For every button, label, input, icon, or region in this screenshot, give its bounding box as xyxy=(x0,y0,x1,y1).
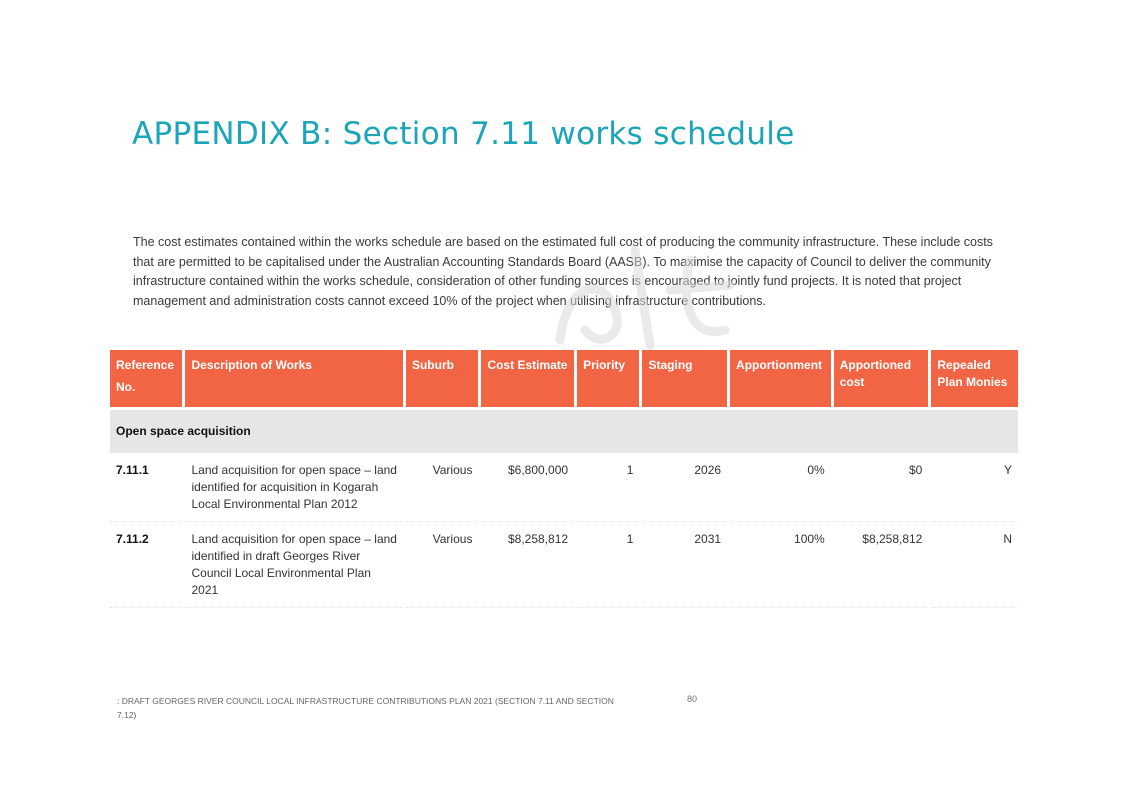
table-header-row: Reference No. Description of Works Subur… xyxy=(110,350,1018,407)
header-staging: Staging xyxy=(642,350,728,407)
staging-cell: 2026 xyxy=(642,453,728,522)
header-cost-estimate: Cost Estimate xyxy=(481,350,575,407)
repealed-cell: N xyxy=(931,522,1018,608)
header-reference: Reference No. xyxy=(110,350,183,407)
cost-estimate-cell: $8,258,812 xyxy=(481,522,575,608)
section-row: Open space acquisition xyxy=(110,407,1018,453)
section-title: Open space acquisition xyxy=(110,407,1018,453)
table-row: 7.11.1 Land acquisition for open space –… xyxy=(110,453,1018,522)
page-number: 80 xyxy=(687,694,698,704)
intro-paragraph: The cost estimates contained within the … xyxy=(133,235,993,308)
repealed-cell: Y xyxy=(931,453,1018,522)
priority-cell: 1 xyxy=(577,453,640,522)
footer-text: : DRAFT GEORGES RIVER COUNCIL LOCAL INFR… xyxy=(117,696,614,720)
apportionment-cell: 100% xyxy=(730,522,831,608)
suburb-cell: Various xyxy=(405,522,479,608)
header-apportioned-cost: Apportioned cost xyxy=(833,350,929,407)
suburb-cell: Various xyxy=(405,453,479,522)
reference-cell: 7.11.1 xyxy=(110,453,183,522)
priority-cell: 1 xyxy=(577,522,640,608)
description-cell: Land acquisition for open space – land i… xyxy=(185,522,403,608)
header-description: Description of Works xyxy=(185,350,403,407)
description-cell: Land acquisition for open space – land i… xyxy=(185,453,403,522)
reference-cell: 7.11.2 xyxy=(110,522,183,608)
apportionment-cell: 0% xyxy=(730,453,831,522)
apportioned-cost-cell: $8,258,812 xyxy=(833,522,929,608)
table-row: 7.11.2 Land acquisition for open space –… xyxy=(110,522,1018,608)
staging-cell: 2031 xyxy=(642,522,728,608)
cost-estimate-cell: $6,800,000 xyxy=(481,453,575,522)
page-title: APPENDIX B: Section 7.11 works schedule xyxy=(132,116,795,152)
header-repealed-plan-monies: Repealed Plan Monies xyxy=(931,350,1018,407)
header-suburb: Suburb xyxy=(405,350,479,407)
apportioned-cost-cell: $0 xyxy=(833,453,929,522)
works-schedule-table: Reference No. Description of Works Subur… xyxy=(107,350,1021,608)
header-apportionment: Apportionment xyxy=(730,350,831,407)
header-priority: Priority xyxy=(577,350,640,407)
